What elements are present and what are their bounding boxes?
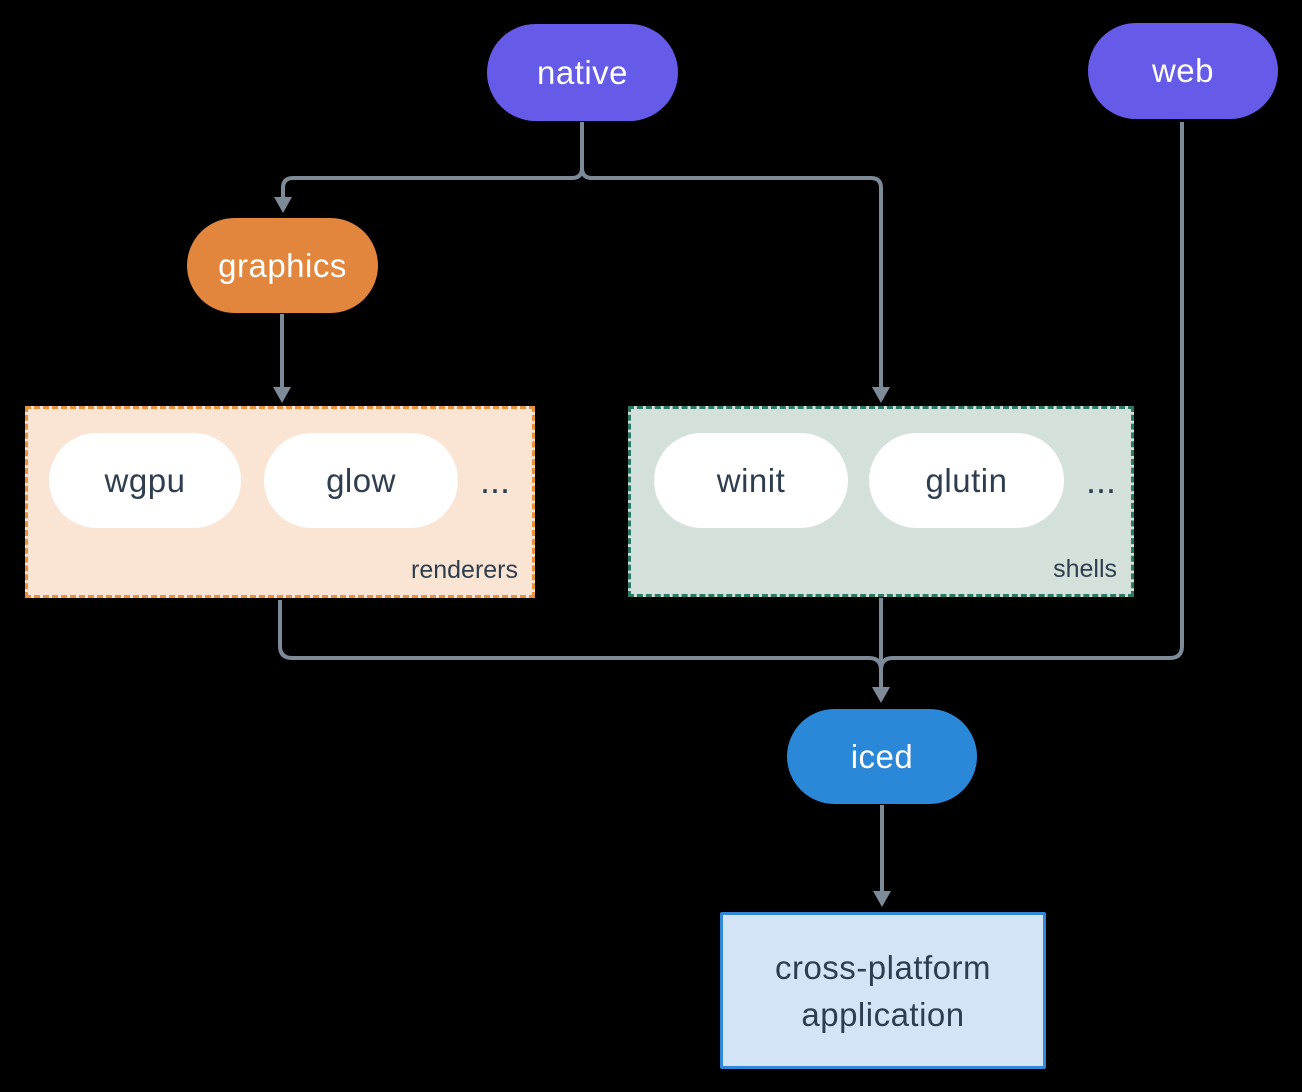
shells-group-label: shells xyxy=(1053,555,1117,583)
renderers-group-label: renderers xyxy=(411,556,518,584)
edge-native-to-graphics xyxy=(281,122,584,199)
node-glow-label: glow xyxy=(326,461,396,499)
node-winit: winit xyxy=(654,433,848,528)
node-wgpu: wgpu xyxy=(49,433,241,528)
group-renderers: wgpu glow ... renderers xyxy=(25,406,535,598)
node-glutin-label: glutin xyxy=(925,461,1008,499)
node-winit-label: winit xyxy=(716,461,786,499)
arrowhead-shells xyxy=(872,387,890,403)
node-iced-label: iced xyxy=(850,737,914,775)
app-label-line1: cross-platform xyxy=(774,948,992,986)
node-native: native xyxy=(487,24,678,121)
shells-ellipsis: ... xyxy=(1085,459,1116,501)
arrowhead-app xyxy=(873,891,891,907)
app-label-line2: application xyxy=(801,995,965,1033)
node-cross-platform-application: cross-platform application xyxy=(720,912,1046,1069)
node-iced: iced xyxy=(787,709,977,804)
arrowhead-graphics xyxy=(274,197,292,213)
node-wgpu-label: wgpu xyxy=(104,461,186,499)
node-glutin: glutin xyxy=(869,433,1064,528)
node-web: web xyxy=(1088,23,1278,119)
renderers-ellipsis: ... xyxy=(479,459,510,501)
node-graphics-label: graphics xyxy=(218,246,347,284)
edge-renderers-to-junction xyxy=(278,600,883,671)
edge-native-to-shells xyxy=(580,122,883,389)
arrowhead-renderers xyxy=(273,387,291,403)
node-web-label: web xyxy=(1151,52,1215,89)
group-shells: winit glutin ... shells xyxy=(628,406,1134,597)
arrowhead-iced xyxy=(872,687,890,703)
node-glow: glow xyxy=(264,433,458,528)
node-native-label: native xyxy=(536,53,629,91)
node-graphics: graphics xyxy=(187,218,378,313)
